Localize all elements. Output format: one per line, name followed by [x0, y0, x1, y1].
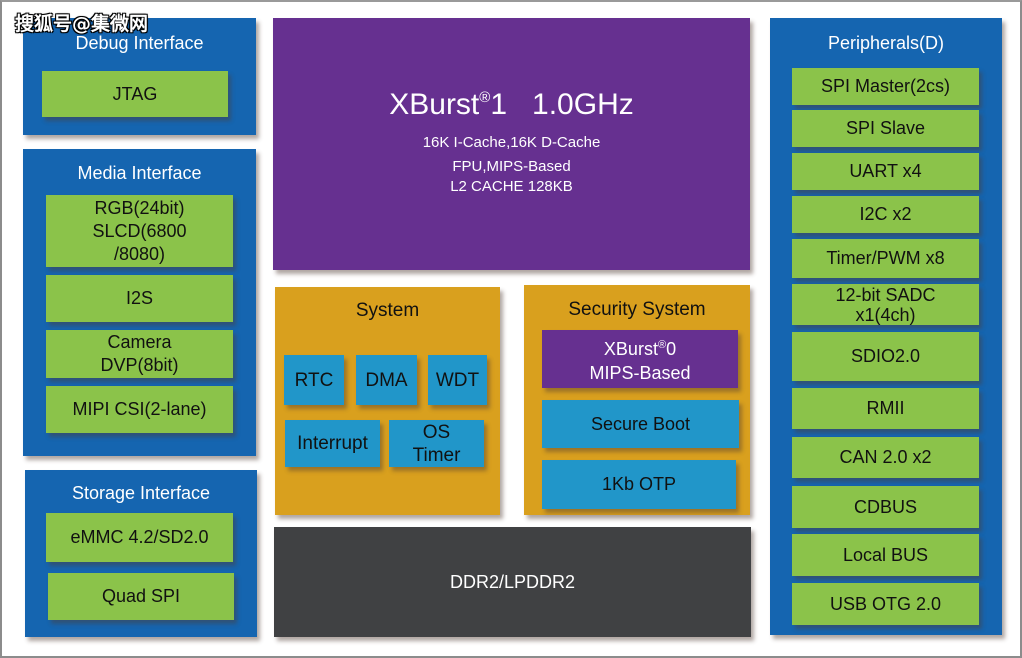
- block-secure-boot: Secure Boot: [542, 400, 739, 448]
- camera-line-2: DVP(8bit): [100, 355, 179, 375]
- cpu-name: XBurst: [389, 88, 480, 121]
- memory-ddr-block: DDR2/LPDDR2: [274, 527, 751, 637]
- xburst0-subtitle: MIPS-Based: [589, 363, 691, 383]
- block-sdio: SDIO2.0: [792, 332, 979, 381]
- cpu-title: XBurst®1 1.0GHz: [273, 88, 750, 122]
- block-i2s: I2S: [46, 275, 233, 322]
- block-dma: DMA: [356, 355, 417, 405]
- block-uart: UART x4: [792, 153, 979, 190]
- media-interface-panel: Media Interface RGB(24bit) SLCD(6800 /80…: [23, 149, 256, 456]
- storage-interface-panel: Storage Interface eMMC 4.2/SD2.0 Quad SP…: [25, 470, 257, 637]
- peripherals-title: Peripherals(D): [827, 33, 945, 53]
- block-cdbus: CDBUS: [792, 486, 979, 528]
- block-os-timer: OS Timer: [389, 420, 484, 467]
- peripherals-panel: Peripherals(D) SPI Master(2cs) SPI Slave…: [770, 18, 1002, 635]
- camera-line-1: Camera: [107, 332, 172, 352]
- security-system-title: Security System: [568, 299, 706, 320]
- debug-interface-title: Debug Interface: [75, 33, 204, 53]
- cpu-fpu-line: FPU,MIPS-Based: [452, 158, 571, 175]
- block-usb-otg: USB OTG 2.0: [792, 583, 979, 625]
- block-interrupt: Interrupt: [285, 420, 380, 467]
- debug-interface-panel: Debug Interface JTAG: [23, 18, 256, 135]
- block-quad-spi: Quad SPI: [48, 573, 234, 620]
- os-timer-line-2: Timer: [412, 444, 461, 466]
- rgb-line-2: SLCD(6800: [92, 220, 187, 241]
- cpu-frequency: 1.0GHz: [532, 88, 634, 121]
- cpu-reg-mark: ®: [479, 89, 491, 106]
- sadc-line-2: x1(4ch): [855, 304, 916, 325]
- sadc-line-1: 12-bit SADC: [835, 284, 936, 305]
- block-can: CAN 2.0 x2: [792, 437, 979, 478]
- media-interface-title: Media Interface: [77, 163, 202, 183]
- xburst0-reg-mark: ®: [657, 339, 667, 351]
- block-rgb-slcd: RGB(24bit) SLCD(6800 /8080): [46, 195, 233, 267]
- cpu-xburst0-block: XBurst®0 MIPS-Based: [542, 330, 738, 388]
- system-panel: System RTC DMA WDT Interrupt OS Timer: [275, 287, 500, 515]
- block-i2c: I2C x2: [792, 196, 979, 233]
- block-emmc-sd: eMMC 4.2/SD2.0: [46, 513, 233, 562]
- cpu-cache-line: 16K I-Cache,16K D-Cache: [422, 134, 601, 151]
- xburst0-title: XBurst®0: [604, 333, 676, 361]
- block-spi-slave: SPI Slave: [792, 110, 979, 147]
- cpu-xburst1-block: XBurst®1 1.0GHz 16K I-Cache,16K D-Cache …: [273, 18, 750, 270]
- watermark: 搜狐号@集微网: [15, 13, 149, 35]
- block-local-bus: Local BUS: [792, 534, 979, 576]
- block-camera-dvp: Camera DVP(8bit): [46, 330, 233, 378]
- block-mipi-csi: MIPI CSI(2-lane): [46, 386, 233, 433]
- rgb-line-1: RGB(24bit): [94, 197, 185, 218]
- xburst0-version: 0: [666, 339, 677, 359]
- block-sadc: 12-bit SADC x1(4ch): [792, 284, 979, 325]
- cpu-l2-line: L2 CACHE 128KB: [450, 178, 573, 195]
- block-rtc: RTC: [284, 355, 344, 405]
- block-rmii: RMII: [792, 388, 979, 429]
- cpu-version: 1: [490, 88, 508, 121]
- block-spi-master: SPI Master(2cs): [792, 68, 979, 105]
- xburst0-name: XBurst: [603, 339, 658, 359]
- security-system-panel: Security System XBurst®0 MIPS-Based Secu…: [524, 285, 750, 515]
- rgb-line-3: /8080): [113, 243, 166, 264]
- block-jtag: JTAG: [42, 71, 228, 117]
- block-otp: 1Kb OTP: [542, 460, 736, 509]
- block-timer-pwm: Timer/PWM x8: [792, 239, 979, 278]
- system-title: System: [355, 300, 420, 321]
- block-wdt: WDT: [428, 355, 487, 405]
- storage-interface-title: Storage Interface: [71, 483, 211, 503]
- os-timer-line-1: OS: [422, 421, 451, 443]
